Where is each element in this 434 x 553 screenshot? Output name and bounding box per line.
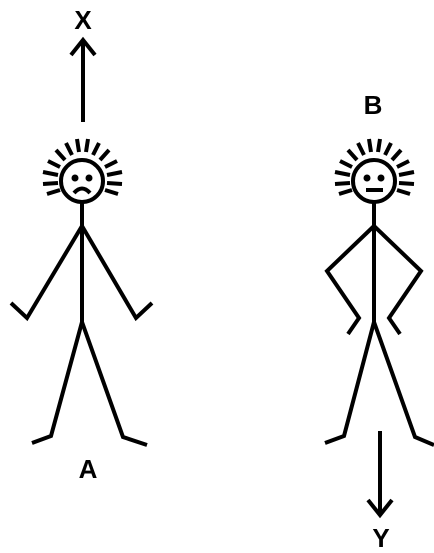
arrow-x [71,40,95,122]
figure-b-left-arm [327,226,374,334]
figure-a-left-arm [11,226,82,318]
arrow-x-label: X [74,5,92,35]
figure-b-left-leg [325,322,374,443]
figure-a-left-eye [72,175,79,182]
figure-a-right-eye [86,175,93,182]
figure-b: B [325,90,434,553]
figure-b-label: B [364,90,383,120]
figure-a: X A [11,5,152,484]
figure-b-right-arm [374,226,421,334]
figure-b-head [353,160,395,202]
figure-b-left-eye [364,175,371,182]
figure-a-label: A [79,454,98,484]
arrow-y-label: Y [372,523,389,553]
figure-a-left-leg [32,322,82,443]
figure-b-right-eye [378,175,385,182]
figure-a-right-leg [82,322,147,445]
figure-b-right-leg [374,322,434,445]
figure-a-right-arm [82,226,152,318]
arrow-y [368,431,392,515]
figure-a-head [61,160,103,202]
